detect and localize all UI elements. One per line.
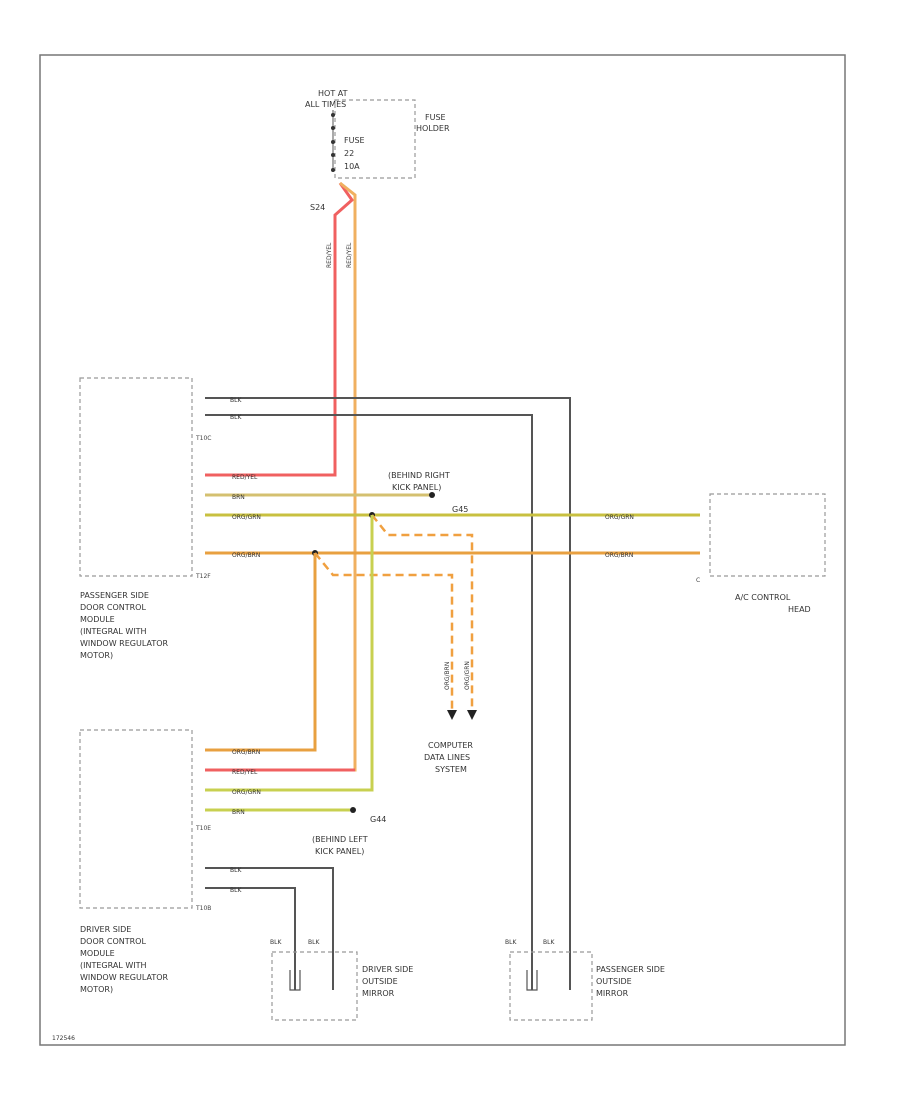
driver-mirror-box <box>271 951 358 1021</box>
all-times-label: ALL TIMES <box>305 100 346 109</box>
driver-mirror-blk-2: BLK <box>308 939 320 946</box>
cdl-label-1: COMPUTER <box>428 741 473 750</box>
ac-head-label-2: HEAD <box>788 605 811 614</box>
diagram-frame <box>39 54 846 1046</box>
wire-dashed-org-brn-cdl <box>314 552 454 712</box>
ground-g45-point <box>429 492 435 498</box>
connector-t12f-label: T12F <box>195 573 211 580</box>
passenger-module-label: PASSENGER SIDE DOOR CONTROL MODULE (INTE… <box>80 591 169 660</box>
ground-g44-point <box>350 807 356 813</box>
fuse-rating-label: 10A <box>344 162 360 171</box>
diagram-code: 172546 <box>52 1035 75 1042</box>
ac-connector-label: C <box>696 577 700 584</box>
connector-t10b-label: T10B <box>195 905 211 912</box>
wire-dashed-org-grn-cdl <box>371 514 474 712</box>
org-brn-label-ac: ORG/BRN <box>605 552 633 559</box>
blk-label-driver-2: BLK <box>230 887 242 894</box>
connector-t10e-label: T10E <box>195 825 211 832</box>
fuse-holder-label-2: HOLDER <box>416 124 450 133</box>
org-grn-label-driver: ORG/GRN <box>232 789 261 796</box>
driver-door-module-box <box>79 729 193 909</box>
connector-t10c-label: T10C <box>195 435 212 442</box>
passenger-mirror-box <box>509 951 593 1021</box>
svg-text:OUTSIDE: OUTSIDE <box>596 977 632 986</box>
org-brn-vlabel-cdl: ORG/BRN <box>444 662 451 690</box>
brn-label-driver: BRN <box>232 809 245 816</box>
fuse-icon <box>331 110 335 172</box>
org-brn-label-pass: ORG/BRN <box>232 552 260 559</box>
red-yel-label-pass: RED/YEL <box>232 474 258 481</box>
blk-label-pass-1: BLK <box>230 397 242 404</box>
wire-org-brn-driver <box>205 553 317 752</box>
wire-org-grn-driver <box>205 515 374 792</box>
driver-module-label: DRIVER SIDE DOOR CONTROL MODULE (INTEGRA… <box>80 925 169 994</box>
fuse-holder-label-1: FUSE <box>425 113 446 122</box>
wire-blk-driver-1 <box>205 867 334 990</box>
svg-text:DOOR CONTROL: DOOR CONTROL <box>80 603 146 612</box>
brn-label-pass: BRN <box>232 494 245 501</box>
ground-left-label-1: (BEHIND LEFT <box>312 835 368 844</box>
svg-text:MIRROR: MIRROR <box>362 989 395 998</box>
blk-label-pass-2: BLK <box>230 414 242 421</box>
org-grn-label-pass: ORG/GRN <box>232 514 261 521</box>
svg-text:PASSENGER SIDE: PASSENGER SIDE <box>596 965 665 974</box>
fuse-name-label: FUSE <box>344 136 365 145</box>
ground-right-label-2: KICK PANEL) <box>392 483 441 492</box>
ground-right-label-1: (BEHIND RIGHT <box>388 471 450 480</box>
fuse-holder-box <box>334 99 416 179</box>
cdl-label-3: SYSTEM <box>435 765 467 774</box>
svg-text:OUTSIDE: OUTSIDE <box>362 977 398 986</box>
passenger-mirror-label: PASSENGER SIDE OUTSIDE MIRROR <box>596 965 665 998</box>
svg-text:(INTEGRAL WITH: (INTEGRAL WITH <box>80 961 146 970</box>
wire-blk-pass-1 <box>205 397 571 990</box>
svg-text:PASSENGER SIDE: PASSENGER SIDE <box>80 591 149 600</box>
passenger-door-module-box <box>79 377 193 577</box>
wire-blk-driver-2 <box>205 887 296 990</box>
svg-text:(INTEGRAL WITH: (INTEGRAL WITH <box>80 627 146 636</box>
blk-label-driver-1: BLK <box>230 867 242 874</box>
svg-text:MIRROR: MIRROR <box>596 989 629 998</box>
passenger-mirror-heater-icon <box>526 970 538 991</box>
wire-red-yel-feed <box>320 182 355 477</box>
cdl-label-2: DATA LINES <box>424 753 470 762</box>
svg-text:MODULE: MODULE <box>80 615 115 624</box>
ac-head-label-1: A/C CONTROL <box>735 593 791 602</box>
svg-text:MOTOR): MOTOR) <box>80 985 113 994</box>
passenger-mirror-blk-2: BLK <box>543 939 555 946</box>
red-yel-vlabel-2: RED/YEL <box>346 242 353 268</box>
ac-control-head-box <box>709 493 826 577</box>
driver-mirror-label: DRIVER SIDE OUTSIDE MIRROR <box>362 965 413 998</box>
red-yel-vlabel-1: RED/YEL <box>326 242 333 268</box>
wire-blk-pass-2 <box>205 414 533 990</box>
fuse-number-label: 22 <box>344 149 354 158</box>
svg-text:MODULE: MODULE <box>80 949 115 958</box>
driver-mirror-heater-icon <box>289 970 301 991</box>
ground-g44-label: G44 <box>370 815 386 824</box>
org-brn-label-driver: ORG/BRN <box>232 749 260 756</box>
org-grn-vlabel-cdl: ORG/GRN <box>464 661 471 690</box>
svg-text:DOOR CONTROL: DOOR CONTROL <box>80 937 146 946</box>
svg-text:MOTOR): MOTOR) <box>80 651 113 660</box>
cdl-connector-icon <box>447 710 477 720</box>
red-yel-label-driver: RED/YEL <box>232 769 258 776</box>
svg-text:WINDOW REGULATOR: WINDOW REGULATOR <box>80 639 169 648</box>
ground-left-label-2: KICK PANEL) <box>315 847 364 856</box>
driver-mirror-blk-1: BLK <box>270 939 282 946</box>
svg-text:DRIVER SIDE: DRIVER SIDE <box>80 925 131 934</box>
org-grn-label-ac: ORG/GRN <box>605 514 634 521</box>
splice-s24-label: S24 <box>310 203 325 212</box>
passenger-mirror-blk-1: BLK <box>505 939 517 946</box>
svg-text:DRIVER SIDE: DRIVER SIDE <box>362 965 413 974</box>
svg-text:WINDOW REGULATOR: WINDOW REGULATOR <box>80 973 169 982</box>
ground-g45-label: G45 <box>452 505 468 514</box>
hot-at-label: HOT AT <box>318 89 348 98</box>
